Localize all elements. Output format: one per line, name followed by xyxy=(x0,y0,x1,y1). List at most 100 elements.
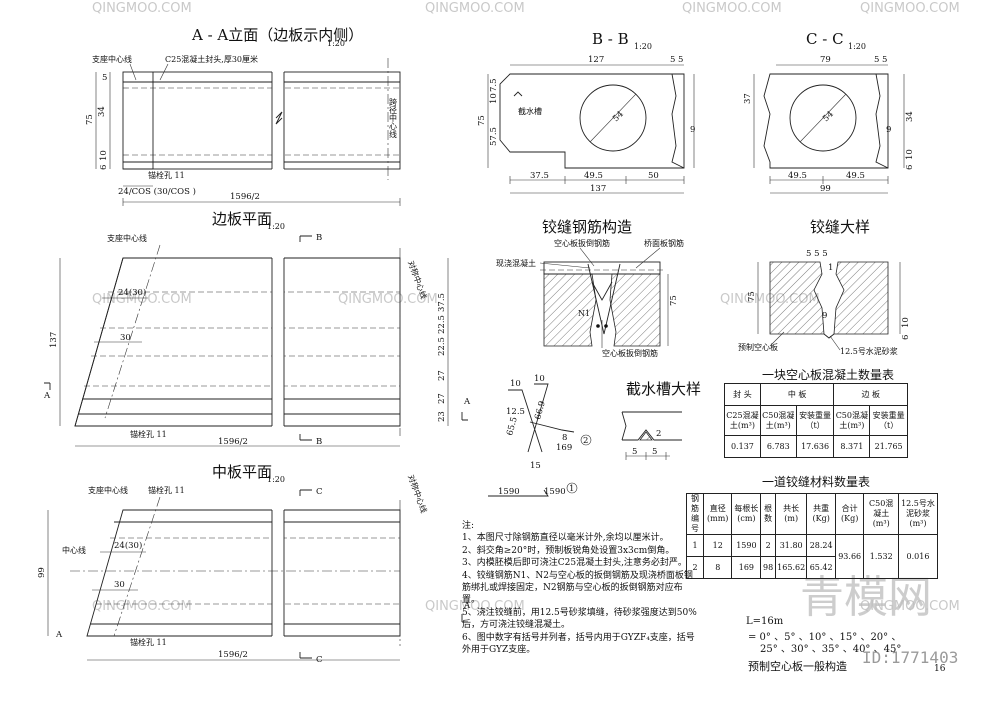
side-plan-mark-b-bottom: B xyxy=(316,437,322,447)
bb-dim-50: 50 xyxy=(648,171,659,181)
watermark-text: QINGMOO.COM xyxy=(425,1,525,16)
aa-title: A - A立面（边板示内侧） xyxy=(191,26,363,44)
mid-plan-scale: 1:20 xyxy=(267,475,285,484)
bb-dim-75b: 7.5 xyxy=(489,78,499,92)
mid-plan-mark-c-top: C xyxy=(316,487,323,497)
note-6: 6、图中数字有括号并列者，括号内用于GYZF₄支座，括号外用于GYZ支座。 xyxy=(462,632,695,656)
id-watermark: ID:1771403 xyxy=(862,648,958,667)
side-plan-support-cl: 支座中心线 xyxy=(107,233,147,243)
joint-detail-dim-6: 6 xyxy=(901,335,911,340)
joint-detail: 铰缝大样 5 5 5 1 75 10 6 9 预制空心板 12.5号水泥砂浆 xyxy=(738,218,911,356)
watermark-text: QINGMOO.COM xyxy=(338,292,438,307)
bb-dim-127: 127 xyxy=(588,55,604,65)
joint-rebar-n1: N1 xyxy=(578,309,590,318)
watermark-text: QINGMOO.COM xyxy=(92,599,192,614)
cc-section: C - C 1:20 54 79 5 5 37 34 10 6 9 49.5 4… xyxy=(743,30,915,194)
cc-dim-99: 99 xyxy=(820,184,831,194)
mid-plan-mark-a-right: A xyxy=(463,601,471,611)
concrete-table: 封 头 中 板 边 板 C25混凝土(m³) C50混凝土(m³) 安装重量（t… xyxy=(724,383,908,458)
cc-dim-6: 6 xyxy=(905,165,915,170)
joint-detail-dim-10: 10 xyxy=(901,317,911,328)
note-3: 3、内模胚模后即可浇注C25混凝土封头,注意务必封严。 xyxy=(462,558,687,569)
rebar-dim-10b: 10 xyxy=(534,374,545,384)
side-plan-mark-b-top: B xyxy=(316,233,322,243)
side-plan-dim-137: 137 xyxy=(49,332,59,348)
aa-scale: 1:20 xyxy=(327,39,345,48)
side-plan-dim-27a: 27 xyxy=(437,370,447,381)
aa-support-cl: 支座中心线 xyxy=(92,54,132,64)
aa-beam-outline xyxy=(122,71,401,170)
footer-angles-1: = 0° 、5° 、10° 、15° 、20° 、 xyxy=(748,632,901,643)
joint-r1-2: 169 xyxy=(731,556,762,579)
joint-detail-dim-75: 75 xyxy=(747,291,757,302)
cc-dim-495a: 49.5 xyxy=(788,171,807,181)
concrete-v-c50b: 8.371 xyxy=(833,435,871,458)
joint-r0-1: 12 xyxy=(703,534,733,557)
mid-plan-outline xyxy=(86,509,401,637)
joint-detail-title: 铰缝大样 xyxy=(810,218,870,236)
aa-c25-note: C25混凝土封头,厚30厘米 xyxy=(165,54,258,64)
rebar-mark-1: 1 xyxy=(569,484,574,494)
joint-c50: 1.532 xyxy=(863,534,899,579)
note-1: 1、本图尺寸除钢筋直径以毫米计外,余均以厘米计。 xyxy=(462,533,669,544)
note-5: 5、浇注铰缝前，用12.5号砂浆填缝，待砂浆强度达到50%后，方可浇注铰缝混凝土… xyxy=(462,607,697,631)
mid-plan-mark-a-left: A xyxy=(55,630,63,640)
watermark-text: QINGMOO.COM xyxy=(860,1,960,16)
footer-page: 16 xyxy=(934,664,946,674)
footer: L=16m = 0° 、5° 、10° 、15° 、20° 、 25° 、30°… xyxy=(746,572,958,674)
joint-table: 钢筋编号 直径(mm) 每根长(cm) 根数 共长(m) 共重(Kg) 合计(K… xyxy=(685,493,939,579)
bb-hollow xyxy=(579,84,647,152)
side-plan-mark-a-right: A xyxy=(463,397,471,407)
aa-dim-5: 5 xyxy=(102,73,107,83)
concrete-h-wb: 安装重量（t） xyxy=(869,405,908,436)
mid-plan-anchor: 锚栓孔 11 xyxy=(130,637,167,647)
cc-hollow xyxy=(789,84,857,152)
rebar-dim-655: 65.5 xyxy=(505,416,520,437)
joint-r1-5: 65.42 xyxy=(806,556,836,579)
joint-detail-right xyxy=(833,261,889,335)
rebar-dim-669: 66.9 xyxy=(533,400,548,421)
footer-drawing-name: 预制空心板一般构造 xyxy=(748,659,847,673)
side-plan-dim-375: 37.5 xyxy=(437,293,447,312)
mid-plan-title: 中板平面 xyxy=(212,463,272,481)
mid-plan-support-cl: 支座中心线 xyxy=(88,485,128,495)
aa-dim-6: 6 xyxy=(99,165,109,170)
concrete-h-side: 边 板 xyxy=(833,383,908,406)
footer-angles-2: 25° 、30° 、35° 、40° 、45° xyxy=(760,644,901,655)
side-plan-dim-23: 23 xyxy=(437,411,447,422)
concrete-h-mid: 中 板 xyxy=(759,383,835,406)
drip-detail: 截水槽大样 5 5 2 xyxy=(621,380,701,460)
cc-title: C - C xyxy=(806,30,844,48)
joint-rebar-detail: 铰缝钢筋构造 现浇混凝土 空心板扳倒钢筋 桥面板钢筋 N1 空心板扳倒钢筋 75 xyxy=(496,218,684,358)
watermark-text: QINGMOO.COM xyxy=(425,599,525,614)
rebar-dim-15: 15 xyxy=(530,461,541,471)
rebar-dim-1590: 1590 xyxy=(498,487,520,497)
bb-drip-label: 截水槽 xyxy=(518,106,542,116)
aa-anchor: 锚栓孔 11 xyxy=(148,170,185,180)
joint-h-8: 12.5号水泥砂浆(m³) xyxy=(897,493,939,535)
cc-outline xyxy=(763,73,889,169)
concrete-v-wb: 21.765 xyxy=(869,435,908,458)
bb-dim-137: 137 xyxy=(590,184,606,194)
rebar-dim-125: 12.5 xyxy=(506,407,525,417)
watermark-text: QINGMOO.COM xyxy=(92,1,192,16)
concrete-h-wa: 安装重量（t） xyxy=(795,405,835,436)
drip-dim-5a: 5 xyxy=(632,447,637,457)
joint-h-1: 直径(mm) xyxy=(703,493,733,535)
joint-h-3: 根数 xyxy=(760,493,776,535)
joint-r0-5: 28.24 xyxy=(806,534,836,557)
bb-dim-5b: 5 xyxy=(678,55,683,65)
cc-dim-5b: 5 xyxy=(882,55,887,65)
watermark-text: QINGMOO.COM xyxy=(682,1,782,16)
joint-rebar-right-slab xyxy=(609,273,661,347)
concrete-table-title: 一块空心板混凝土数量表 xyxy=(762,368,895,382)
joint-detail-dim-9: 9 xyxy=(822,311,827,321)
rebar-shapes: 10 10 12.5 65.5 66.9 8 169 2 15 1590 159… xyxy=(488,374,592,497)
rebar-n1-straight xyxy=(488,489,549,497)
mid-plan-dim-length: 1596/2 xyxy=(218,650,248,660)
side-plan-scale: 1:20 xyxy=(267,222,285,231)
rebar-dim-8: 8 xyxy=(562,433,567,443)
cc-scale: 1:20 xyxy=(848,42,866,51)
cc-dim-37: 37 xyxy=(743,93,753,104)
